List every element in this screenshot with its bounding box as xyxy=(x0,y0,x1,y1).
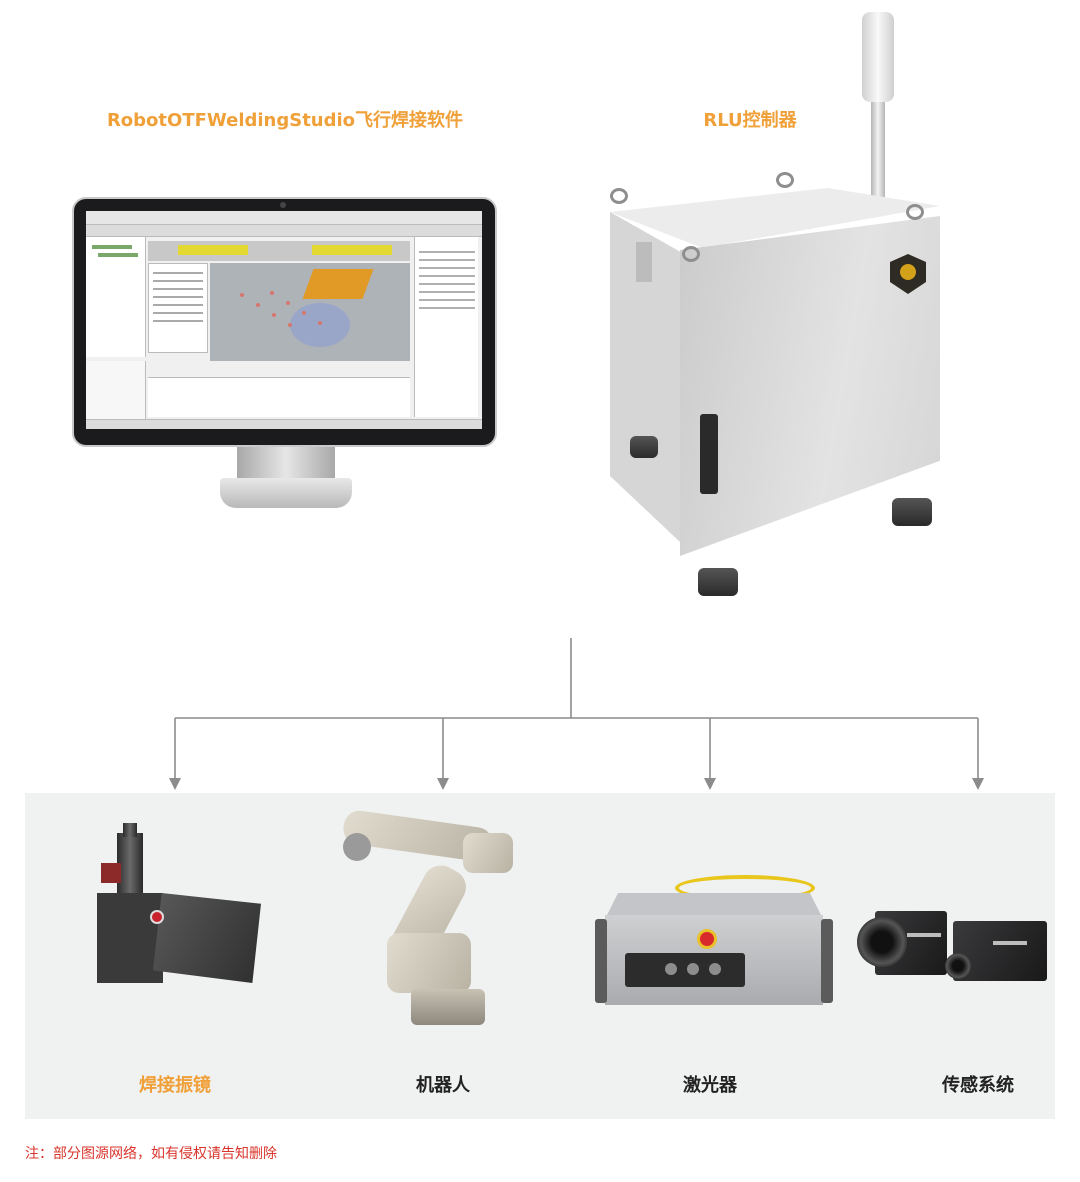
screen-menubar xyxy=(86,211,482,225)
device-label-sensor: 传感系统 xyxy=(942,1075,1014,1096)
door-handle-icon xyxy=(700,414,718,494)
industrial-robot-image xyxy=(25,793,513,1025)
software-title: RobotOTFWeldingStudio飞行焊接软件 xyxy=(106,110,464,131)
viewport-workpiece xyxy=(302,269,374,299)
weld-point xyxy=(318,321,322,325)
galvo-scanner-image xyxy=(25,793,285,1053)
monitor-stand-neck xyxy=(237,447,335,481)
table-row xyxy=(153,320,203,322)
camera-lens-icon xyxy=(857,917,907,967)
cabinet-vent xyxy=(636,242,652,282)
camera-sensor-image xyxy=(25,793,1047,981)
screen-info-panel xyxy=(86,361,146,419)
property-row xyxy=(419,291,475,293)
caster-foot-icon xyxy=(630,436,658,458)
property-row xyxy=(419,299,475,301)
screen-point-table xyxy=(148,263,208,353)
webcam-icon xyxy=(280,202,286,208)
device-label-robot: 机器人 xyxy=(416,1075,470,1096)
controller-title: RLU控制器 xyxy=(703,110,797,131)
controller-cabinet-image xyxy=(600,12,945,612)
monitor-stand-base xyxy=(220,478,352,508)
weld-point xyxy=(272,313,276,317)
tree-node xyxy=(92,245,132,249)
robot-elbow xyxy=(463,833,513,873)
galvo-tube xyxy=(117,833,143,893)
laser-control-panel xyxy=(625,953,745,987)
monitor-software-image xyxy=(72,197,497,447)
table-row xyxy=(153,296,203,298)
weld-point xyxy=(240,293,244,297)
property-row xyxy=(419,251,475,253)
property-row xyxy=(419,307,475,309)
signal-tower-icon xyxy=(862,12,894,102)
property-row xyxy=(419,267,475,269)
laser-knob-icon xyxy=(709,963,721,975)
camera-brand xyxy=(993,941,1027,945)
screen-statusbar xyxy=(86,419,482,429)
property-row xyxy=(419,259,475,261)
laser-top xyxy=(605,893,823,919)
footnote: 注：部分图源网络，如有侵权请告知删除 xyxy=(25,1146,277,1162)
robot-shoulder xyxy=(387,933,471,993)
galvo-tube-cap xyxy=(123,823,137,837)
device-label-galvo: 焊接振镜 xyxy=(139,1075,211,1096)
lifting-eye-icon xyxy=(906,204,924,220)
weld-point xyxy=(270,291,274,295)
galvo-mount xyxy=(97,893,163,983)
screen-3d-viewport xyxy=(210,263,410,361)
lifting-eye-icon xyxy=(682,246,700,262)
table-row xyxy=(153,304,203,306)
tree-node xyxy=(98,253,138,257)
device-panel: 焊接振镜 机器人 激光器 传感系统 xyxy=(25,793,1055,1119)
screen-log-panel xyxy=(148,377,410,417)
arrow-down-icon xyxy=(169,778,181,790)
caster-foot-icon xyxy=(698,568,738,596)
camera-lens-icon xyxy=(945,953,971,979)
robot-flange xyxy=(343,833,371,861)
lifting-eye-icon xyxy=(610,188,628,204)
table-row xyxy=(153,312,203,314)
weld-point xyxy=(302,311,306,315)
property-row xyxy=(419,275,475,277)
property-row xyxy=(419,283,475,285)
lifting-eye-icon xyxy=(776,172,794,188)
arrow-down-icon xyxy=(437,778,449,790)
signal-tower-pole xyxy=(871,102,885,214)
screen-property-panel xyxy=(414,237,478,417)
arrow-down-icon xyxy=(972,778,984,790)
weld-point xyxy=(288,323,292,327)
laser-rail-right xyxy=(821,919,833,1003)
emergency-stop-icon xyxy=(697,929,717,949)
laser-knob-icon xyxy=(687,963,699,975)
laser-source-image xyxy=(25,793,833,1005)
arrow-down-icon xyxy=(704,778,716,790)
screen-project-tree xyxy=(86,237,146,357)
timeline-segment xyxy=(312,245,392,255)
table-row xyxy=(153,288,203,290)
weld-point xyxy=(256,303,260,307)
laser-rail-left xyxy=(595,919,607,1003)
table-row xyxy=(153,272,203,274)
laser-knob-icon xyxy=(665,963,677,975)
screen-toolbar xyxy=(86,225,482,237)
galvo-badge-icon xyxy=(150,910,164,924)
galvo-clamp xyxy=(101,863,121,883)
robot-base xyxy=(411,989,485,1025)
timeline-segment xyxy=(178,245,248,255)
camera-brand xyxy=(907,933,941,937)
table-row xyxy=(153,280,203,282)
weld-point xyxy=(286,301,290,305)
galvo-head xyxy=(153,893,261,983)
viewport-disc xyxy=(290,303,350,347)
brand-logo-mark xyxy=(900,264,916,280)
device-label-laser: 激光器 xyxy=(683,1075,737,1096)
caster-foot-icon xyxy=(892,498,932,526)
software-screen xyxy=(86,211,482,429)
